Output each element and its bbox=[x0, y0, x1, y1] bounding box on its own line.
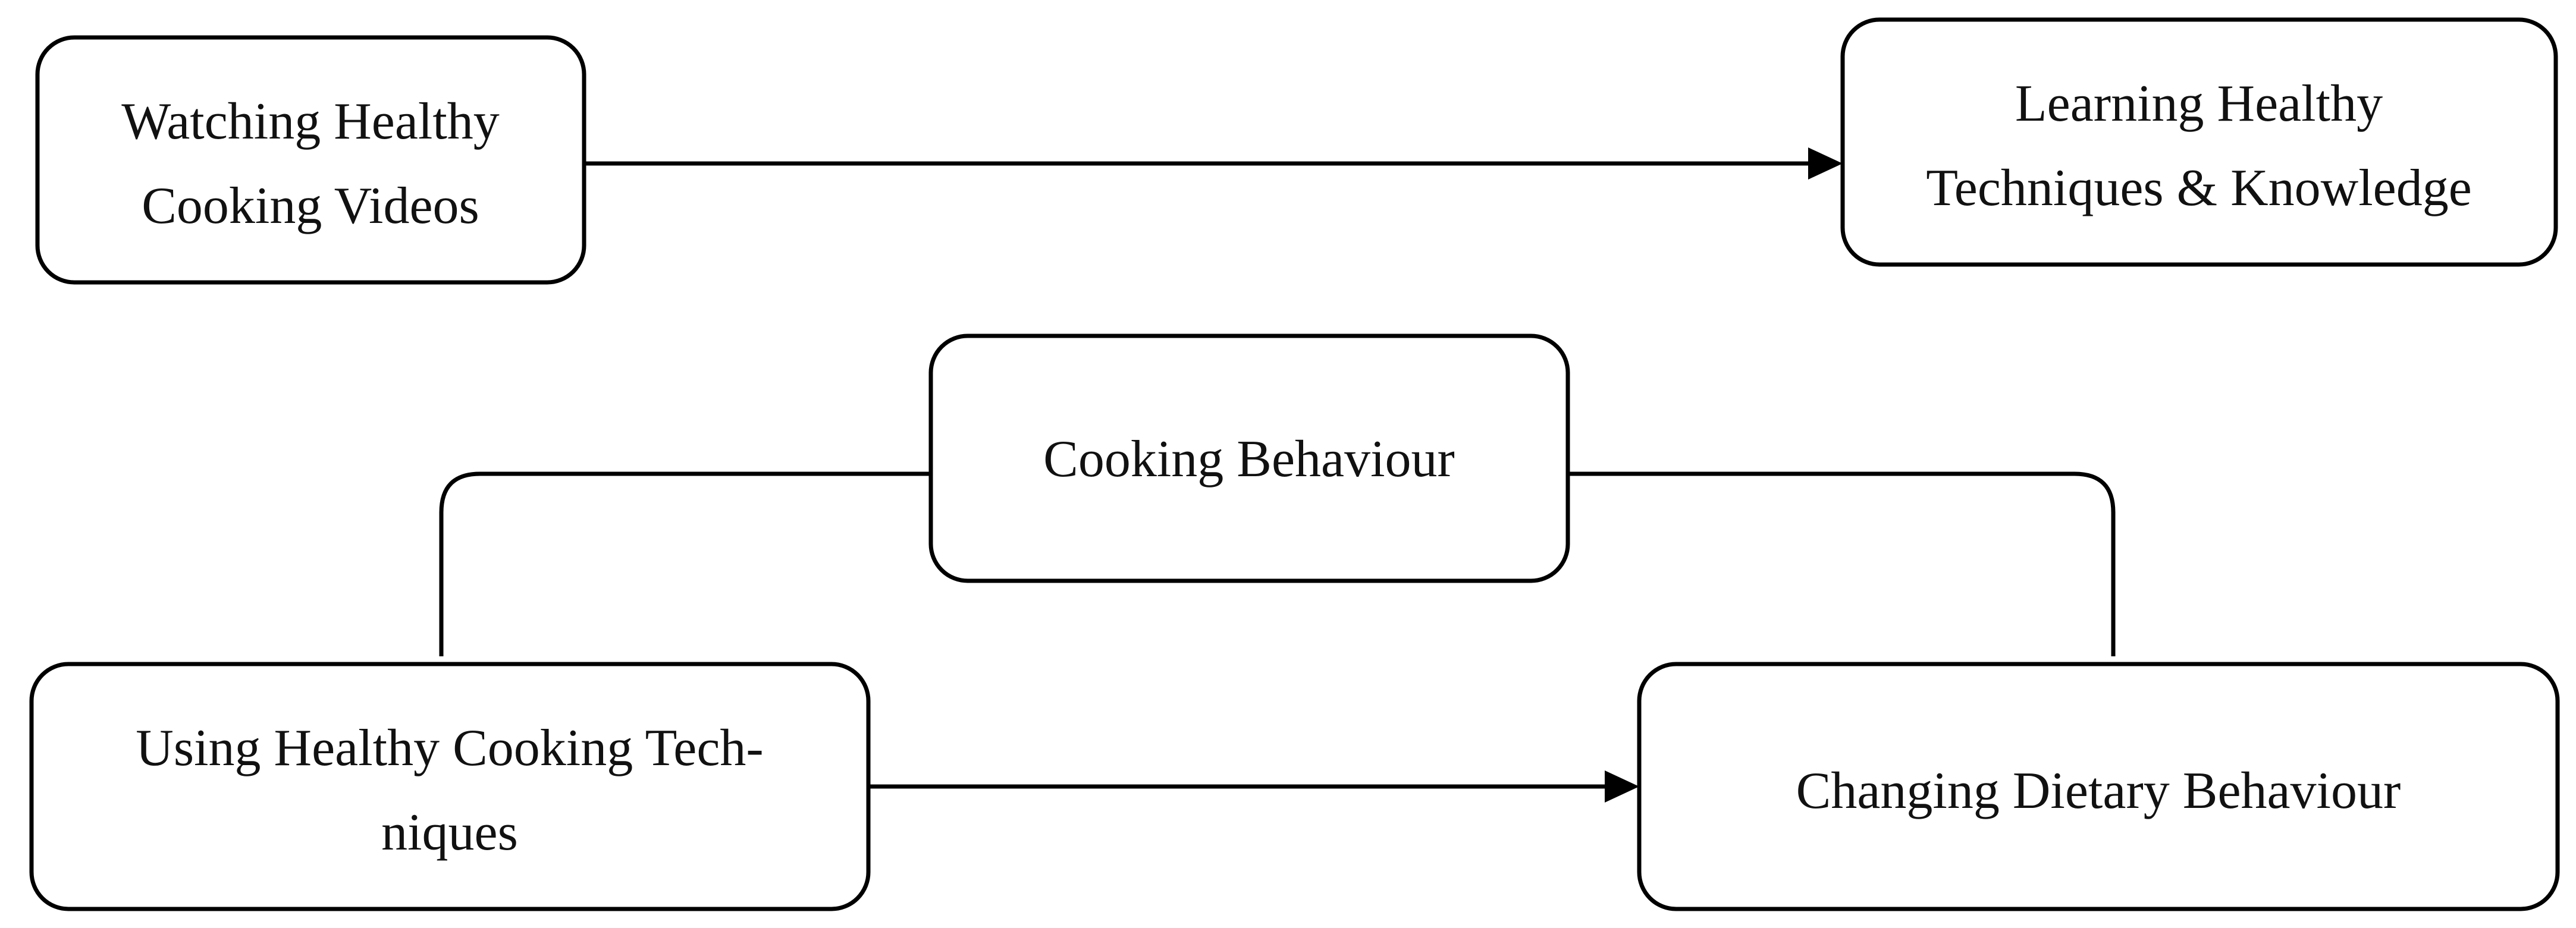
node-learning-techniques: Learning Healthy Techniques & Knowledge bbox=[1840, 17, 2558, 267]
arrowhead-learning bbox=[1808, 147, 1843, 180]
node-changing-behaviour: Changing Dietary Behaviour bbox=[1637, 662, 2560, 911]
node-cooking-behaviour-line1: Cooking Behaviour bbox=[1043, 430, 1455, 488]
node-watching-videos-line2: Cooking Videos bbox=[142, 177, 479, 235]
node-changing-behaviour-line1: Changing Dietary Behaviour bbox=[1796, 762, 2401, 820]
node-learning-techniques-box bbox=[1840, 17, 2558, 267]
node-watching-videos-line1: Watching Healthy bbox=[121, 93, 500, 150]
arrowhead-changing bbox=[1605, 770, 1639, 803]
node-using-techniques-line2: niques bbox=[381, 804, 518, 861]
node-watching-videos-box bbox=[35, 35, 586, 285]
node-using-techniques: Using Healthy Cooking Tech- niques bbox=[29, 662, 871, 911]
edge-cooking-to-changing bbox=[1568, 471, 2116, 656]
node-using-techniques-line1: Using Healthy Cooking Tech- bbox=[136, 719, 763, 777]
node-learning-techniques-line2: Techniques & Knowledge bbox=[1926, 159, 2472, 217]
node-cooking-behaviour-box bbox=[928, 334, 1570, 583]
node-cooking-behaviour: Cooking Behaviour bbox=[928, 334, 1570, 583]
edge-using-to-cooking bbox=[439, 471, 931, 656]
node-watching-videos: Watching Healthy Cooking Videos bbox=[35, 35, 586, 285]
node-learning-techniques-line1: Learning Healthy bbox=[2015, 75, 2383, 133]
node-using-techniques-box bbox=[29, 662, 871, 911]
node-changing-behaviour-box bbox=[1637, 662, 2560, 911]
